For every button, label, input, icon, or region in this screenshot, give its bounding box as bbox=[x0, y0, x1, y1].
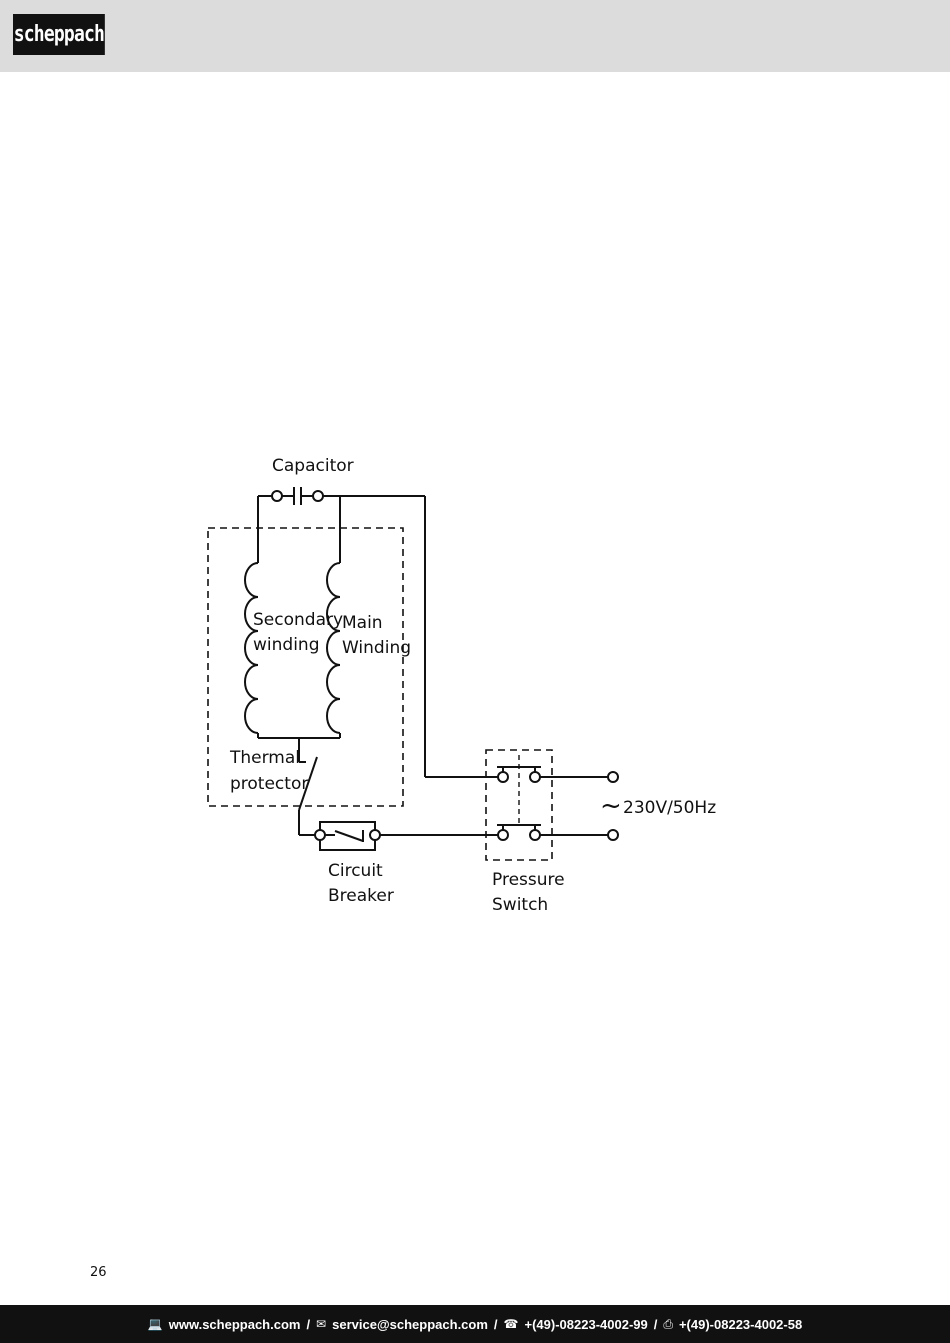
thermal-protector-switch bbox=[298, 738, 318, 836]
pressure-switch-contacts bbox=[497, 755, 541, 841]
circuit-breaker-label-2: Breaker bbox=[328, 886, 394, 906]
motor-housing-box bbox=[207, 527, 404, 807]
footer-email[interactable]: service@scheppach.com bbox=[332, 1316, 488, 1332]
footer-separator: / bbox=[493, 1316, 498, 1332]
pressure-switch-label-2: Switch bbox=[492, 895, 548, 915]
secondary-winding-label-2: winding bbox=[253, 635, 319, 655]
footer-fax: +(49)-08223-4002-58 bbox=[678, 1316, 803, 1332]
main-winding-label-1: Main bbox=[342, 613, 383, 633]
brand-logo: scheppach bbox=[13, 14, 105, 55]
page-number: 26 bbox=[90, 1265, 107, 1280]
footer-website[interactable]: www.scheppach.com bbox=[168, 1316, 301, 1332]
header-bar: scheppach bbox=[0, 0, 950, 72]
wiring-diagram-svg: Capacitor Secondary winding Main Winding… bbox=[207, 456, 716, 915]
footer-bar: 💻 www.scheppach.com / ✉ service@scheppac… bbox=[0, 1305, 950, 1343]
circuit-breaker-label-1: Circuit bbox=[328, 861, 383, 881]
secondary-winding-label-1: Secondary bbox=[253, 610, 343, 630]
computer-icon: 💻 bbox=[147, 1317, 163, 1331]
supply-terminal-n bbox=[607, 829, 619, 841]
ac-supply-symbol: ~ bbox=[600, 791, 622, 821]
footer-phone[interactable]: +(49)-08223-4002-99 bbox=[524, 1316, 648, 1332]
main-winding-coil bbox=[326, 562, 341, 734]
pressure-switch-label-1: Pressure bbox=[492, 870, 565, 890]
thermal-protector-label-2: protector bbox=[230, 774, 308, 794]
circuit-breaker-symbol bbox=[314, 821, 381, 851]
capacitor-label: Capacitor bbox=[272, 456, 354, 476]
footer-separator: / bbox=[306, 1316, 311, 1332]
secondary-winding-coil bbox=[244, 562, 259, 734]
fax-icon: ⎙ bbox=[663, 1316, 673, 1331]
main-winding-label-2: Winding bbox=[342, 638, 411, 658]
capacitor-symbol bbox=[271, 487, 324, 505]
pressure-switch-box bbox=[485, 749, 553, 861]
thermal-protector-label-1: Thermal bbox=[229, 748, 300, 768]
wiring-diagram: Capacitor Secondary winding Main Winding… bbox=[200, 445, 720, 925]
phone-icon: ☎ bbox=[503, 1317, 519, 1331]
mail-icon: ✉ bbox=[316, 1317, 327, 1331]
footer-separator: / bbox=[653, 1316, 658, 1332]
supply-terminal-l bbox=[607, 771, 619, 783]
supply-voltage-label: 230V/50Hz bbox=[623, 798, 716, 818]
